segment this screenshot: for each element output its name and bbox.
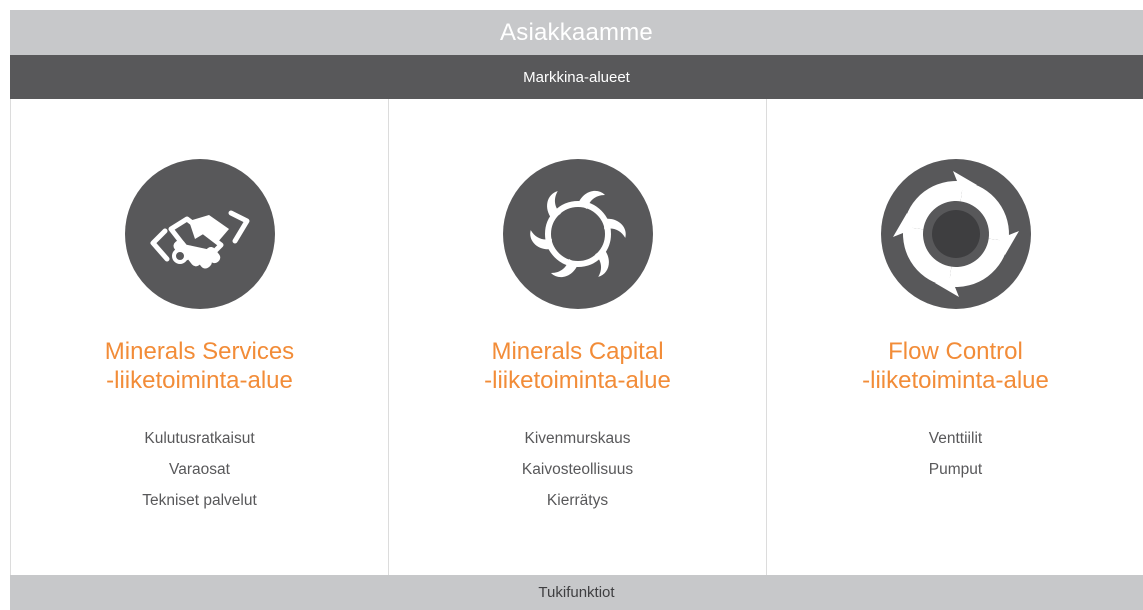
list-item: Kulutusratkaisut xyxy=(144,430,255,447)
business-area-title: Flow Control -liiketoiminta-alue xyxy=(862,338,1049,394)
list-item: Pumput xyxy=(928,461,983,478)
business-area-minerals-capital: Minerals Capital -liiketoiminta-alue Kiv… xyxy=(389,99,767,575)
list-item: Kierrätys xyxy=(546,492,609,509)
crusher-cycle-icon xyxy=(502,159,653,309)
customers-header: Asiakkaamme xyxy=(10,10,1143,55)
business-area-items: Kulutusratkaisut Varaosat Tekniset palve… xyxy=(11,423,388,516)
list-item: Varaosat xyxy=(169,461,230,478)
business-area-title: Minerals Capital -liiketoiminta-alue xyxy=(484,338,671,394)
business-area-title: Minerals Services -liiketoiminta-alue xyxy=(104,338,295,394)
business-areas: Minerals Services -liiketoiminta-alue Ku… xyxy=(10,99,1143,575)
list-item: Venttiilit xyxy=(928,430,983,447)
business-area-minerals-services: Minerals Services -liiketoiminta-alue Ku… xyxy=(11,99,389,575)
list-item: Kivenmurskaus xyxy=(524,430,631,447)
support-functions-bar: Tukifunktiot xyxy=(10,575,1143,610)
market-areas-bar: Markkina-alueet xyxy=(10,55,1143,99)
handshake-icon xyxy=(124,159,275,309)
business-area-items: Kivenmurskaus Kaivosteollisuus Kierrätys xyxy=(389,423,766,516)
org-diagram: Asiakkaamme Markkina-alueet xyxy=(10,10,1143,610)
business-area-flow-control: Flow Control -liiketoiminta-alue Venttii… xyxy=(767,99,1143,575)
list-item: Tekniset palvelut xyxy=(142,492,257,509)
list-item: Kaivosteollisuus xyxy=(521,461,634,478)
business-area-items: Venttiilit Pumput xyxy=(767,423,1143,485)
circular-flow-icon xyxy=(880,159,1031,309)
